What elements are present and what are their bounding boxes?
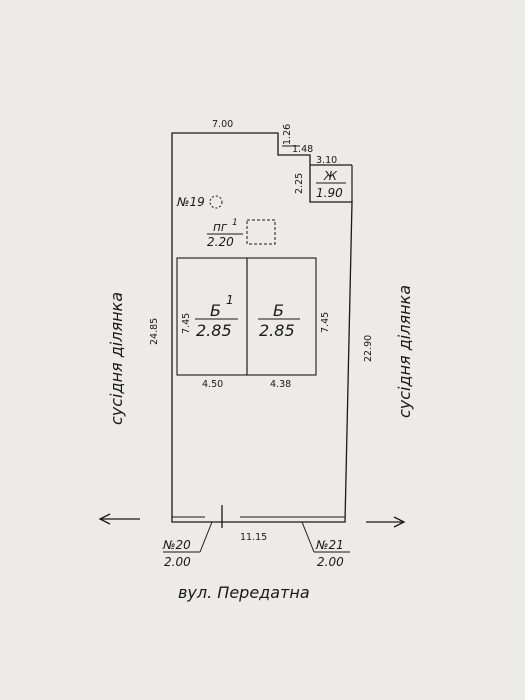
b-letter: Б xyxy=(273,301,284,320)
annex-letter: Ж xyxy=(323,169,338,183)
annex-value: 1.90 xyxy=(316,186,343,200)
building-b xyxy=(246,257,317,376)
b-width: 4.38 xyxy=(270,379,291,390)
b1-height: 7.45 xyxy=(181,313,192,334)
b1-width: 4.50 xyxy=(202,379,223,390)
pg-sup: 1 xyxy=(232,218,238,228)
dim-right-side: 22.90 xyxy=(363,335,374,362)
point19-label: №19 xyxy=(176,195,205,209)
b-value: 2.85 xyxy=(259,321,295,340)
dim-notch-h: 1.48 xyxy=(292,144,313,155)
dim-top: 7.00 xyxy=(212,119,233,130)
right-arrow-head xyxy=(393,516,406,528)
b-height: 7.45 xyxy=(320,312,331,333)
dim-notch-v: 1.26 xyxy=(282,124,293,145)
point21-label: №21 xyxy=(315,538,344,552)
point20-leader xyxy=(199,521,213,553)
pg-value: 2.20 xyxy=(207,235,234,249)
pg-dashed-box xyxy=(246,219,276,245)
point20-value: 2.00 xyxy=(164,555,191,569)
left-arrow-head xyxy=(98,513,111,525)
plot-boundary xyxy=(171,132,353,523)
point19-marker xyxy=(209,195,223,209)
point20-label: №20 xyxy=(162,538,191,552)
point21-leader xyxy=(301,521,315,553)
dim-annex-w: 3.10 xyxy=(316,155,337,166)
neighbor-right-label: сусідня ділянка xyxy=(395,285,414,418)
b1-letter: Б xyxy=(210,301,221,320)
dim-left-side: 24.85 xyxy=(149,318,160,345)
neighbor-left-label: сусідня ділянка xyxy=(107,292,126,425)
b1-sup: 1 xyxy=(226,293,234,307)
point21-value: 2.00 xyxy=(317,555,344,569)
street-label: вул. Передатна xyxy=(178,583,310,602)
b1-value: 2.85 xyxy=(196,321,232,340)
dim-bottom: 11.15 xyxy=(240,532,267,543)
dim-annex-h: 2.25 xyxy=(294,173,305,194)
pg-letter: пг xyxy=(213,220,228,234)
